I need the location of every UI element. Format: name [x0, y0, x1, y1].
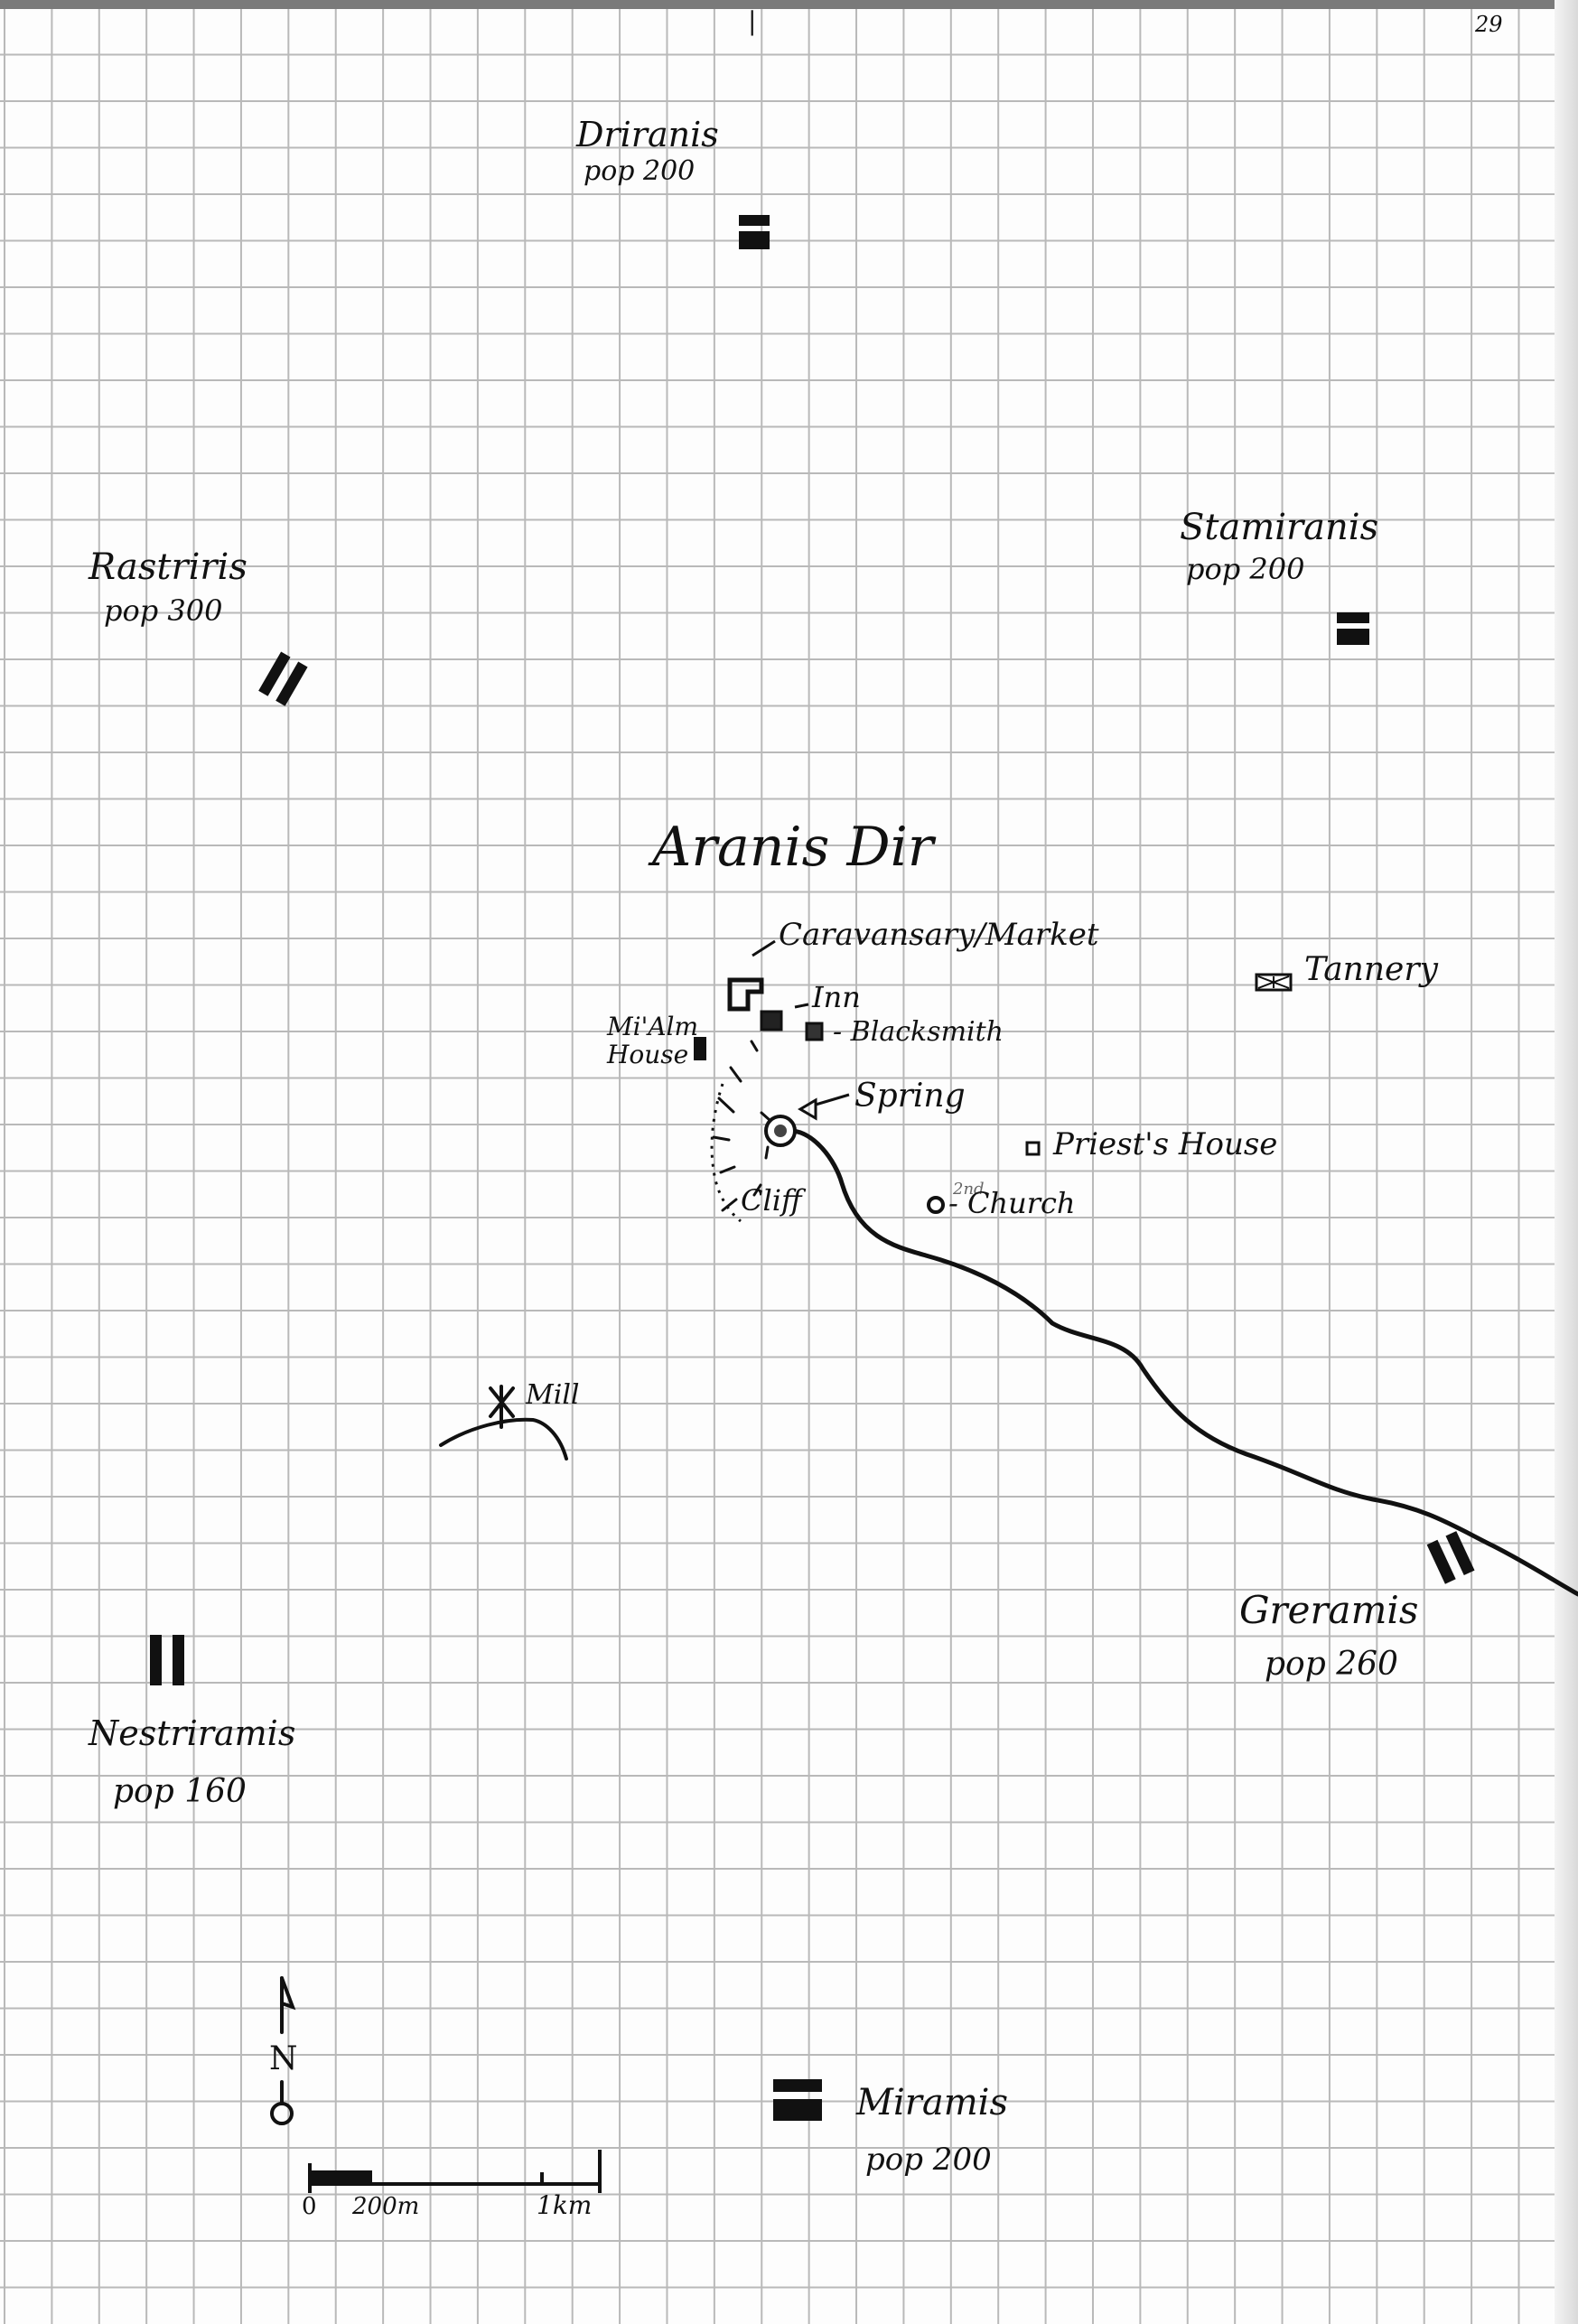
spring-label: Spring: [854, 1078, 966, 1115]
windmill-icon: [489, 1385, 515, 1429]
settlement-name-driranis: Driranis: [576, 115, 719, 154]
settlement-name-rastriris: Rastriris: [89, 546, 247, 588]
priests-house-label: Priest's House: [1053, 1126, 1278, 1162]
settlement-pop-stamiranis: pop 200: [1186, 552, 1305, 586]
caravansary-symbol: [727, 977, 764, 1012]
church-note: 2nd: [953, 1180, 985, 1199]
settlement-pop-rastriris: pop 300: [104, 593, 223, 628]
scale-bar: [308, 2150, 602, 2193]
scale-200m-label: 200m: [352, 2193, 420, 2220]
inn-symbol: [760, 1010, 783, 1031]
settlement-symbol-rastriris: [258, 651, 308, 706]
tannery-symbol: [1255, 973, 1293, 992]
compass-north-letter: N: [269, 2040, 298, 2077]
mi-alm-house-symbol: [694, 1037, 706, 1060]
settlement-name-nestriramis: Nestriramis: [89, 1713, 296, 1753]
settlement-pop-miramis: pop 200: [865, 2142, 992, 2178]
settlement-pop-driranis: pop 200: [584, 155, 696, 187]
settlement-name-stamiranis: Stamiranis: [1180, 507, 1379, 548]
cliff-label: Cliff: [741, 1183, 802, 1218]
page-top-edge: [0, 0, 1578, 9]
priests-house-symbol: [1025, 1141, 1041, 1156]
north-arrow: [270, 1976, 296, 2125]
mi-alm-house-label: Mi'Alm House: [607, 1013, 706, 1069]
tannery-label: Tannery: [1304, 951, 1438, 988]
mill-label: Mill: [526, 1379, 580, 1411]
settlement-symbol-driranis: [739, 215, 770, 249]
church-label: - Church: [948, 1186, 1076, 1220]
caravansary-label: Caravansary/Market: [779, 917, 1099, 953]
top-mark: |: [748, 6, 757, 36]
page-right-edge: [1555, 0, 1578, 2324]
road-line: [785, 1128, 1578, 1597]
blacksmith-symbol: [805, 1022, 824, 1041]
settlement-name-greramis: Greramis: [1239, 1588, 1419, 1632]
settlement-name-miramis: Miramis: [856, 2082, 1008, 2123]
cliff-marks: [712, 1040, 771, 1212]
settlement-pop-nestriramis: pop 160: [113, 1773, 247, 1810]
page-number: 29: [1475, 12, 1503, 37]
church-symbol: [927, 1196, 945, 1214]
settlement-symbol-nestriramis: [150, 1635, 184, 1685]
mill-hill: [439, 1417, 568, 1461]
scale-zero-label: 0: [302, 2193, 317, 2220]
inn-label: Inn: [812, 980, 861, 1014]
settlement-symbol-miramis: [773, 2079, 822, 2121]
blacksmith-label: - Blacksmith: [833, 1016, 1004, 1048]
spring-symbol: [764, 1115, 797, 1147]
map-title: Aranis Dir: [652, 816, 934, 879]
settlement-pop-greramis: pop 260: [1265, 1646, 1398, 1683]
mi-alm-house-text: Mi'Alm House: [607, 1012, 699, 1069]
settlement-symbol-greramis: [1426, 1531, 1475, 1584]
spring-arrow: [798, 1097, 817, 1121]
scale-1km-label: 1km: [537, 2190, 593, 2220]
settlement-symbol-stamiranis: [1337, 612, 1369, 645]
